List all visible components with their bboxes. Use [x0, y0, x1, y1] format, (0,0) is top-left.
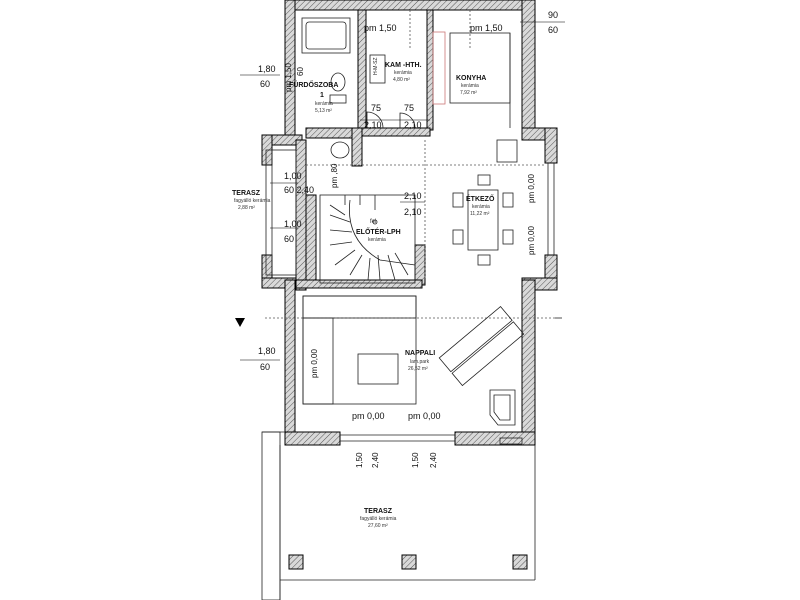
dim-210-c: 2,10 — [404, 191, 422, 201]
room-konyha-area: 7,92 m² — [460, 90, 477, 96]
dim-eloter-v: pm ,80 — [330, 163, 339, 188]
room-terasz-nagy-name: TERASZ — [364, 508, 392, 515]
room-kamra-area: 4,80 m² — [393, 77, 410, 83]
dim-210-a: 2,10 — [364, 120, 382, 130]
dim-furdo-v2: 60 — [296, 67, 305, 76]
dimension-lines — [240, 21, 565, 361]
dim-furdo-v1: pm 1,50 — [284, 63, 293, 92]
room-furdo-area: 5,13 m² — [315, 108, 332, 114]
room-terasz-nagy-area: 27,60 m² — [368, 523, 388, 529]
dim-etk-pm-a: pm 0,00 — [527, 174, 536, 203]
room-etkezo-area: 11,22 m² — [470, 211, 490, 217]
dim-ter-a2: 2,40 — [371, 452, 380, 468]
dim-ter-b2: 2,40 — [429, 452, 438, 468]
room-nappali-area: 26,52 m² — [408, 366, 428, 372]
room-nappali-name: NAPPALI — [405, 350, 436, 357]
dim-left-1-a: 1,80 — [258, 64, 276, 74]
dim-left-2-a: 1,00 — [284, 171, 302, 181]
room-furdo-name: FÜRDŐSZOBA — [289, 82, 339, 89]
dim-etk-pm-b: pm 0,00 — [527, 226, 536, 255]
room-furdo-num: 1 — [320, 92, 324, 99]
plan-lines: H-M-SZ — [261, 10, 562, 600]
room-kamra-name: KAM -HTH. — [385, 62, 422, 69]
dim-left-4-a: 1,80 — [258, 346, 276, 356]
dim-ter-a1: 1,50 — [355, 452, 364, 468]
dim-left-1-b: 60 — [260, 79, 271, 89]
dim-ter-b1: 1,50 — [411, 452, 420, 468]
room-terasz-nagy-floor: fagyálló kerámia — [360, 516, 397, 522]
room-eloter-name: ELŐTÉR-LPH — [356, 229, 401, 236]
room-konyha-name: KONYHA — [456, 75, 487, 82]
room-etkezo-floor: kerámia — [472, 204, 490, 210]
svg-text:H-M-SZ: H-M-SZ — [373, 58, 379, 76]
room-nappali-floor: lam.park — [410, 359, 430, 365]
dim-napp-side-pm: pm 0,00 — [310, 349, 319, 378]
dim-210-d: 2,10 — [404, 207, 422, 217]
room-konyha-floor: kerámia — [461, 83, 479, 89]
dim-napp-pm-b: pm 0,00 — [408, 411, 441, 421]
dim-left-3-a: 1,00 — [284, 219, 302, 229]
room-eloter-floor: kerámia — [368, 237, 386, 243]
terrace-posts — [288, 554, 528, 570]
dim-left-3-b: 60 — [284, 234, 295, 244]
dim-konyha-pm: pm 1,50 — [470, 23, 503, 33]
dim-75-b: 75 — [404, 103, 415, 113]
stair-up-label: fel — [370, 219, 377, 225]
dim-top-right-b: 60 — [548, 25, 559, 35]
room-kamra-floor: kerámia — [394, 70, 412, 76]
room-etkezo-name: ÉTKEZŐ — [466, 196, 495, 203]
dim-210-b: 2,10 — [404, 120, 422, 130]
dim-top-right-a: 90 — [548, 10, 559, 20]
room-furdo-floor: kerámia — [315, 101, 333, 107]
dim-75-a: 75 — [371, 103, 382, 113]
dim-napp-pm-a: pm 0,00 — [352, 411, 385, 421]
room-terasz-kis-floor: fagyálló kerámia — [234, 198, 271, 204]
dim-kam-pm: pm 1,50 — [364, 23, 397, 33]
dim-left-4-b: 60 — [260, 362, 271, 372]
room-terasz-kis-name: TERASZ — [232, 190, 260, 197]
dim-left-2-b: 60 2,40 — [284, 185, 315, 195]
room-terasz-kis-area: 2,88 m² — [238, 205, 255, 211]
section-marker-icon — [235, 318, 245, 327]
